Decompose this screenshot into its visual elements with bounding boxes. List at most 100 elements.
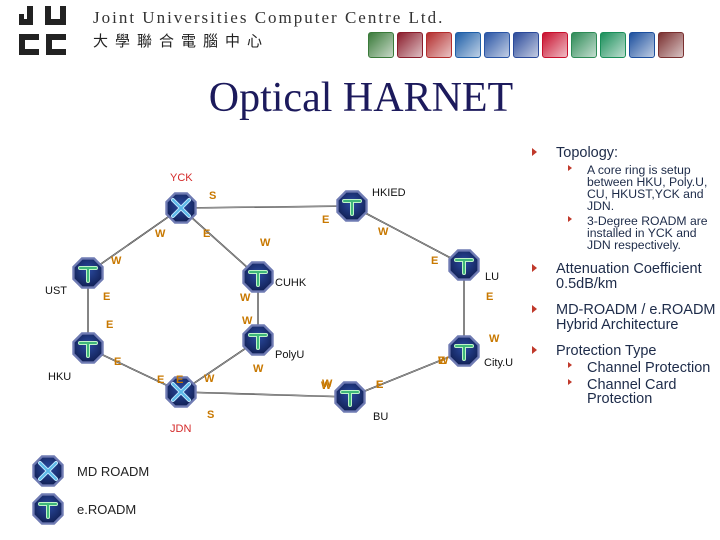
t-junction-core [79,267,97,282]
port-label: W [111,255,122,267]
port-label: E [322,214,329,226]
triangle-bullet-icon [568,362,572,368]
x-cross-core [172,199,190,217]
sub-bullet-text: Channel Card Protection [587,376,677,407]
node-label-bu: BU [373,411,388,423]
bullet-text: Protection Type [556,343,657,359]
port-label: W [253,363,264,375]
page-title: Optical HARNET [0,74,720,122]
sub-bullet-text: A core ring is setup between HKU, Poly.U… [587,163,708,213]
triangle-bullet-icon [532,264,537,272]
t-junction-core [455,259,473,274]
member-crest-icon [397,32,423,58]
triangle-bullet-icon [568,378,572,385]
member-crest-icon [513,32,539,58]
sub-bullet-item: 3-Degree ROADM are installed in YCK and … [556,215,716,251]
node-label-lu: LU [485,271,499,283]
title-text: Optical HARNET [208,75,514,121]
t-junction-core [249,334,267,349]
member-crest-icon [542,32,568,58]
triangle-bullet-icon [532,346,537,354]
port-label: W [155,228,166,240]
port-label: E [106,319,113,331]
org-name-zh: 大學聯合電腦中心 [93,32,270,50]
triangle-bullet-icon [532,305,537,313]
sub-bullet-item: Channel Protection [556,361,716,376]
t-junction-core [341,391,359,406]
port-label: E [486,291,493,303]
port-label: S [209,190,216,202]
node-ust-e-roadm-icon [72,257,104,289]
node-hku-e-roadm-icon [72,332,104,364]
org-name-en: Joint Universities Computer Centre Ltd. [93,8,445,27]
node-polyu-e-roadm-icon [242,324,274,356]
triangle-bullet-icon [568,165,572,171]
node-cuhk-e-roadm-icon [242,261,274,293]
x-cross-core [39,462,57,480]
port-label: W [260,237,271,249]
port-label: E [431,255,438,267]
t-junction-core [39,503,57,518]
port-label: E [376,379,383,391]
port-label: E [114,356,121,368]
port-label: W [322,378,333,390]
triangle-bullet-icon [532,148,537,156]
bullet-text: MD-ROADM / e.ROADM Hybrid Architecture [556,302,716,333]
bullet-text: Topology: [556,145,619,161]
node-label-hkied: HKIED [372,187,406,199]
legend-label-e-roadm: e.ROADM [77,502,136,517]
bullet-list: Topology: A core ring is setup between HK… [526,146,716,407]
link-highlight [349,350,465,398]
sub-bullet-text: Channel Protection [587,360,711,376]
port-label: S [207,409,214,421]
bullet-item: Topology: A core ring is setup between HK… [526,146,716,251]
member-crest-icon [600,32,626,58]
port-label: W [242,315,253,327]
node-label-yck: YCK [170,172,193,184]
node-label-cuhk: CUHK [275,277,307,289]
bullet-text: Attenuation Coefficient 0.5dB/km [556,261,702,292]
port-label: W [489,333,500,345]
sub-bullet-list: A core ring is setup between HKU, Poly.U… [556,164,716,251]
node-hkied-e-roadm-icon [336,190,368,222]
legend-e-roadm-icon [32,493,64,525]
t-junction-core [79,342,97,357]
member-crest-icon [426,32,452,58]
node-cityu-e-roadm-icon [448,335,480,367]
port-label: W [240,292,251,304]
legend-md-roadm-icon [32,455,64,487]
legend-label-md-roadm: MD ROADM [77,464,149,479]
link-highlight [87,207,182,274]
port-label: E [103,291,110,303]
member-crest-icon [571,32,597,58]
sub-bullet-text: 3-Degree ROADM are installed in YCK and … [587,214,708,252]
triangle-bullet-icon [568,216,572,222]
port-label: W [438,355,449,367]
port-label: E [157,374,164,386]
port-label: W [321,380,332,392]
link-highlight [180,207,259,278]
port-label: E [376,379,383,391]
network-links [87,205,465,398]
port-label: E [176,374,183,386]
legend: MD ROADM e.ROADM [32,455,149,525]
node-label-polyu: PolyU [275,349,304,361]
t-junction-core [455,345,473,360]
member-crest-icon [658,32,684,58]
node-label-hku: HKU [48,371,71,383]
port-label: W [204,373,215,385]
node-label-cityu: City.U [484,357,513,369]
t-junction-core [249,271,267,286]
link-highlight [351,205,465,266]
link-highlight [180,391,351,398]
node-label-jdn: JDN [170,423,191,435]
t-junction-core [343,200,361,215]
port-label: E [203,228,210,240]
header: Joint Universities Computer Centre Ltd. … [0,0,720,62]
node-bu-e-roadm-icon [334,381,366,413]
link-highlight [87,347,182,393]
member-crest-icon [368,32,394,58]
bullet-item: MD-ROADM / e.ROADM Hybrid Architecture [526,303,716,333]
